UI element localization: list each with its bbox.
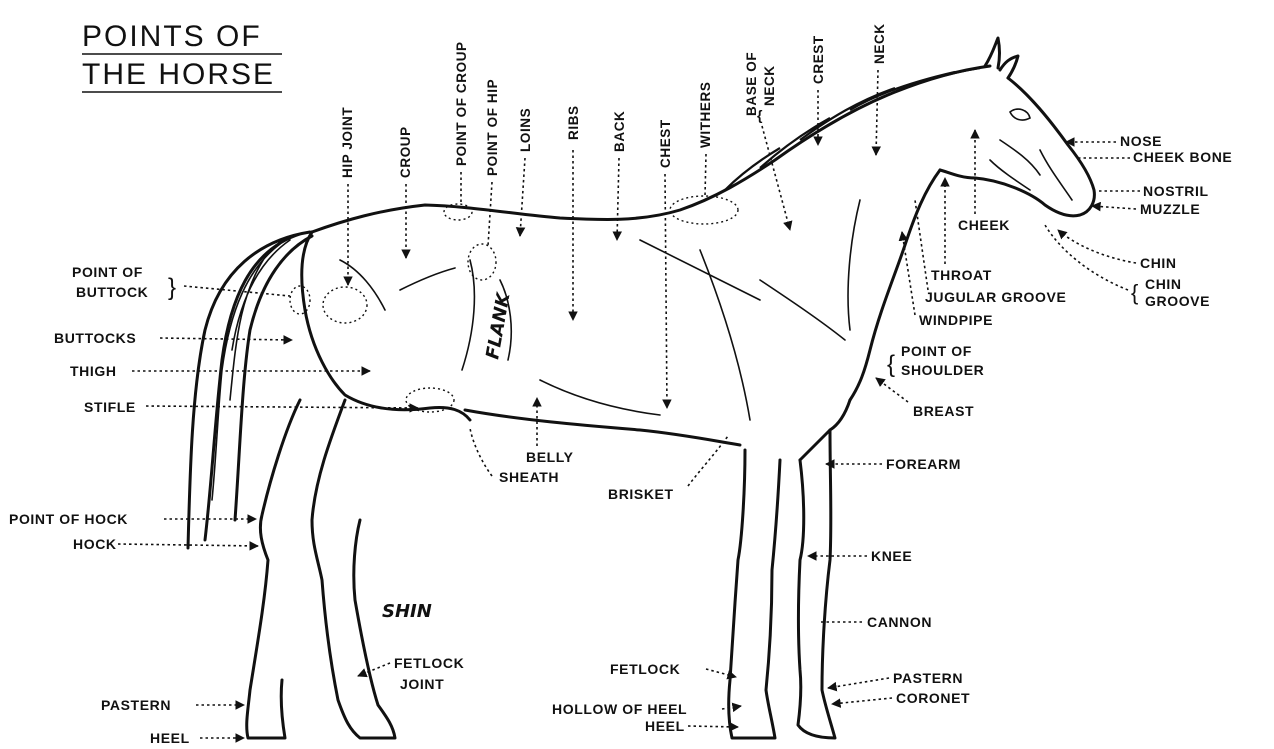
label-nose: NOSE <box>1120 133 1162 149</box>
label-pastern-hind: PASTERN <box>101 697 171 713</box>
label-point-of-shoulder-line2: SHOULDER <box>901 362 984 378</box>
label-hip-joint: HIP JOINT <box>340 107 355 178</box>
label-croup: CROUP <box>398 126 413 178</box>
leader-hollow-of-heel <box>722 706 741 709</box>
leader-loins <box>520 158 525 236</box>
label-windpipe: WINDPIPE <box>919 312 993 328</box>
label-stifle: STIFLE <box>84 399 136 415</box>
point-circles <box>290 196 738 412</box>
label-withers: WITHERS <box>698 82 713 148</box>
label-crest: CREST <box>811 35 826 84</box>
horse-hind-leg-far <box>247 400 300 738</box>
label-point-of-buttock-line2: BUTTOCK <box>76 284 148 300</box>
shin-handwritten-label: SHIN <box>382 601 432 622</box>
label-thigh: THIGH <box>70 363 117 379</box>
point-of-buttock-circle <box>290 286 310 314</box>
label-point-of-hip: POINT OF HIP <box>485 79 500 176</box>
label-point-of-buttock-line1: POINT OF <box>72 264 143 280</box>
label-ribs: RIBS <box>566 105 581 140</box>
label-heel-hind: HEEL <box>150 730 190 746</box>
label-cheek-bone: CHEEK BONE <box>1133 149 1232 165</box>
horse-belly <box>465 410 740 445</box>
label-cannon: CANNON <box>867 614 932 630</box>
label-forearm: FOREARM <box>886 456 961 472</box>
label-heel-front: HEEL <box>645 718 685 734</box>
label-jugular-groove: JUGULAR GROOVE <box>925 289 1066 305</box>
horse-face-lines <box>990 140 1072 200</box>
hip-joint-circle <box>323 287 367 323</box>
top-labels: HIP JOINT CROUP POINT OF CROUP POINT OF … <box>340 23 887 178</box>
label-base-of-neck-line2: NECK <box>762 65 777 106</box>
base-of-neck-brace: { <box>757 107 763 123</box>
title-line-1: POINTS OF <box>82 20 262 53</box>
diagram-title: POINTS OF THE HORSE <box>82 20 282 92</box>
label-coronet: CORONET <box>896 690 970 706</box>
point-of-shoulder-brace: { <box>887 351 896 378</box>
leader-brisket <box>688 436 728 486</box>
leader-point-of-hip <box>488 182 492 246</box>
leader-withers <box>705 154 706 196</box>
leader-base-of-neck <box>762 126 790 230</box>
horse-tail-hair <box>212 240 290 500</box>
label-chin: CHIN <box>1140 255 1177 271</box>
label-loins: LOINS <box>518 108 533 152</box>
label-neck: NECK <box>872 23 887 64</box>
label-belly: BELLY <box>526 449 574 465</box>
horse-shoulder-lines <box>540 200 860 420</box>
label-fetlock-joint-line2: JOINT <box>400 676 444 692</box>
horse-eye <box>1010 109 1030 120</box>
leader-muzzle <box>1092 206 1136 209</box>
label-muzzle: MUZZLE <box>1140 201 1200 217</box>
horse-head <box>940 78 1094 216</box>
label-point-of-hock: POINT OF HOCK <box>9 511 128 527</box>
label-sheath: SHEATH <box>499 469 559 485</box>
label-fetlock-front: FETLOCK <box>610 661 680 677</box>
label-cheek: CHEEK <box>958 217 1010 233</box>
horse-front-leg-far <box>729 450 780 738</box>
leader-back <box>617 158 619 240</box>
label-chest: CHEST <box>658 119 673 168</box>
label-knee: KNEE <box>871 548 912 564</box>
leader-chin <box>1058 230 1136 263</box>
leader-sheath <box>470 428 492 476</box>
leader-chest <box>665 174 667 408</box>
neck-shoulder-labels: THROAT JUGULAR GROOVE WINDPIPE POINT OF … <box>876 178 1066 419</box>
label-hock: HOCK <box>73 536 117 552</box>
label-fetlock-joint-line1: FETLOCK <box>394 655 464 671</box>
leader-breast <box>876 378 908 402</box>
horse-hindquarter <box>302 232 470 420</box>
label-back: BACK <box>612 111 627 152</box>
label-point-of-shoulder-line1: POINT OF <box>901 343 972 359</box>
horse-front-leg-near <box>798 430 835 738</box>
label-pastern-front: PASTERN <box>893 670 963 686</box>
label-hollow-of-heel: HOLLOW OF HEEL <box>552 701 687 717</box>
head-labels: NOSE CHEEK BONE NOSTRIL MUZZLE CHEEK CHI… <box>958 130 1232 309</box>
leader-pastern-front <box>828 678 889 688</box>
label-chin-groove-line2: GROOVE <box>1145 293 1210 309</box>
chin-groove-brace: { <box>1131 280 1139 305</box>
belly-labels: BRISKET BELLY SHEATH <box>470 398 728 502</box>
horse-hind-leg-near <box>312 400 395 738</box>
horse-ears <box>985 38 1018 78</box>
point-of-buttock-brace: } <box>168 274 177 301</box>
leader-fetlock-joint <box>358 663 390 676</box>
horse-illustration: FLANK SHIN <box>188 38 1094 738</box>
leader-coronet <box>832 698 892 704</box>
label-throat: THROAT <box>931 267 992 283</box>
title-line-2: THE HORSE <box>82 58 275 91</box>
horse-breast <box>800 400 850 460</box>
label-brisket: BRISKET <box>608 486 674 502</box>
label-nostril: NOSTRIL <box>1143 183 1209 199</box>
leader-neck <box>876 70 878 155</box>
label-breast: BREAST <box>913 403 974 419</box>
leader-chin-groove <box>1045 225 1128 290</box>
label-buttocks: BUTTOCKS <box>54 330 136 346</box>
label-chin-groove-line1: CHIN <box>1145 276 1182 292</box>
point-of-hip-circle <box>468 244 496 280</box>
leader-jugular-groove <box>915 200 928 290</box>
label-point-of-croup: POINT OF CROUP <box>454 41 469 166</box>
